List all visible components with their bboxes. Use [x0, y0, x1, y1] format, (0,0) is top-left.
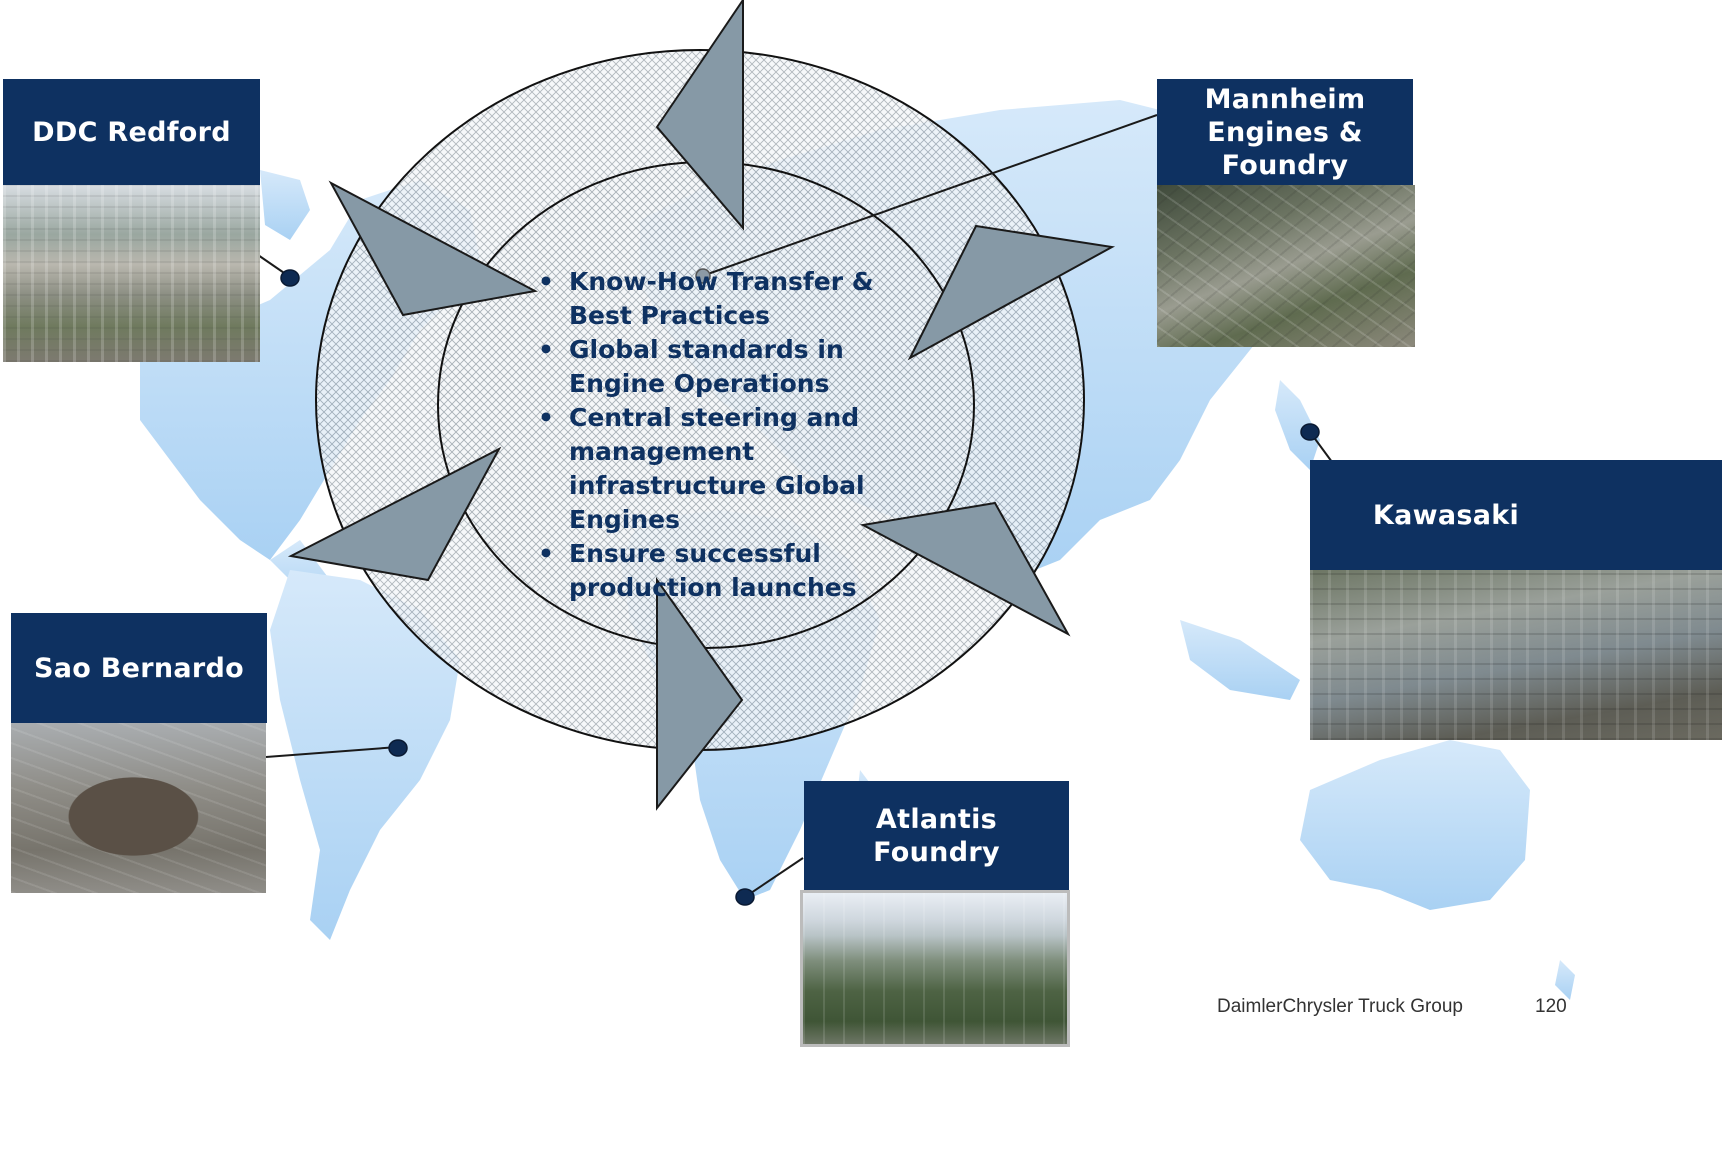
arrow-lower-left	[287, 446, 502, 582]
site-label-sao-bernardo: Sao Bernardo	[11, 613, 267, 723]
greenland-landmass	[260, 170, 310, 240]
photo-atlantis-foundry	[800, 890, 1070, 1047]
marker-redford	[280, 269, 300, 287]
bullet-production-launches: Ensure successful production launches	[538, 537, 938, 605]
arrow-bottom	[656, 576, 744, 811]
photo-mannheim	[1157, 185, 1415, 347]
footer-company-name: DaimlerChrysler Truck Group	[1217, 996, 1463, 1017]
connector-mannheim	[704, 114, 1158, 276]
site-label-mannheim: Mannheim Engines & Foundry	[1157, 79, 1413, 185]
site-name-kawasaki: Kawasaki	[1372, 499, 1520, 531]
arrow-upper-right	[907, 224, 1116, 361]
site-connectors	[257, 114, 1333, 898]
site-label-atlantis-foundry: Atlantis Foundry	[804, 781, 1069, 890]
australia-landmass	[1300, 740, 1530, 910]
footer: DaimlerChrysler Truck Group 120	[1217, 996, 1722, 1022]
footer-page-number: 120	[1535, 996, 1567, 1017]
photo-kawasaki	[1310, 570, 1722, 740]
marker-kawasaki	[1300, 423, 1320, 441]
new-zealand-landmass	[1555, 960, 1575, 1000]
photo-sao-bernardo	[11, 723, 266, 893]
site-label-kawasaki: Kawasaki	[1310, 460, 1722, 570]
japan-landmass	[1275, 380, 1320, 470]
arrow-upper-left	[328, 180, 539, 317]
bullet-know-how-transfer: Know-How Transfer & Best Practices	[538, 265, 938, 333]
marker-sao-bernardo	[388, 739, 408, 757]
connector-sao-bernardo	[265, 746, 399, 758]
site-name-sao-bernardo: Sao Bernardo	[33, 652, 245, 684]
arrow-top	[655, 0, 744, 231]
site-name-ddc-redford: DDC Redford	[32, 116, 231, 148]
connector-atlantis	[744, 857, 804, 898]
site-name-atlantis-foundry: Atlantis Foundry	[873, 803, 1000, 868]
south-america-landmass	[270, 570, 460, 940]
center-bullet-list: Know-How Transfer & Best Practices Globa…	[538, 265, 938, 605]
marker-atlantis	[735, 888, 755, 906]
photo-ddc-redford	[3, 185, 260, 362]
bullet-global-standards: Global standards in Engine Operations	[538, 333, 938, 401]
bullet-central-steering: Central steering and management infrastr…	[538, 401, 938, 537]
site-label-ddc-redford: DDC Redford	[3, 79, 260, 185]
se-asia-landmass	[1180, 620, 1300, 700]
site-name-mannheim: Mannheim Engines & Foundry	[1204, 83, 1366, 181]
